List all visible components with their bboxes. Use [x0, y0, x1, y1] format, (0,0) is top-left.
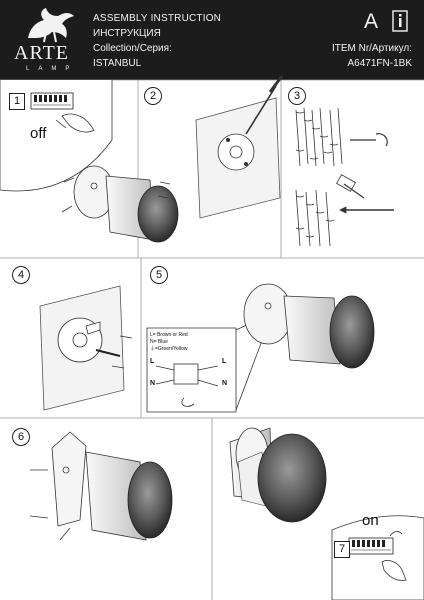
step4-wall-drawing: [39, 285, 133, 411]
step5-terminal-right-n: N: [222, 380, 228, 387]
step5-number: 5: [150, 266, 168, 284]
step1-lamp-drawing: [61, 165, 179, 243]
step5-legend-n: N= Blue: [150, 339, 168, 345]
collection-value: ISTANBUL: [93, 58, 142, 69]
title-ru: ИНСТРУКЦИЯ: [93, 28, 161, 39]
step5-legend-l: L= Brown or Red: [150, 332, 188, 338]
step2-number: 2: [144, 87, 162, 105]
griffin-logo-icon: [28, 8, 74, 43]
step4-number: 4: [12, 266, 30, 284]
step2-wall-drawing: [195, 75, 284, 219]
title-en: ASSEMBLY INSTRUCTION: [93, 13, 222, 24]
header-bar: ARTE LAMP ASSEMBLY INSTRUCTION ИНСТРУКЦИ…: [0, 0, 424, 80]
step5-wiring-drawing: [146, 283, 375, 413]
logo-subtext: LAMP: [26, 66, 79, 72]
step3-number: 3: [288, 87, 306, 105]
step1-number: 1: [9, 93, 25, 110]
step1-off-label: off: [30, 125, 47, 142]
step6-number: 6: [12, 428, 30, 446]
step7-on-label: on: [362, 512, 379, 529]
logo-word: ARTE: [14, 42, 70, 64]
step7-number: 7: [334, 541, 350, 558]
item-label: ITEM Nr/Артикул:: [331, 43, 412, 54]
step5-terminal-right-l: L: [222, 358, 227, 365]
category-letter: A: [364, 10, 379, 33]
step5-terminal-left-n: N: [150, 380, 156, 387]
step6-lamp-drawing: [29, 431, 173, 541]
step7-breaker-drawing: [331, 515, 424, 600]
collection-label: Collection/Серия:: [93, 43, 172, 54]
info-book-icon: [392, 10, 408, 32]
item-value: A6471FN-1BK: [347, 58, 412, 69]
step5-terminal-left-l: L: [150, 358, 155, 365]
step7-lamp-drawing: [229, 427, 327, 523]
step5-legend-ground: ⏚=Green/Yellow: [150, 346, 188, 352]
grid-dividers: [0, 79, 424, 600]
step1-breaker-drawing: [0, 80, 113, 192]
step3-screws-drawing: [295, 107, 394, 247]
